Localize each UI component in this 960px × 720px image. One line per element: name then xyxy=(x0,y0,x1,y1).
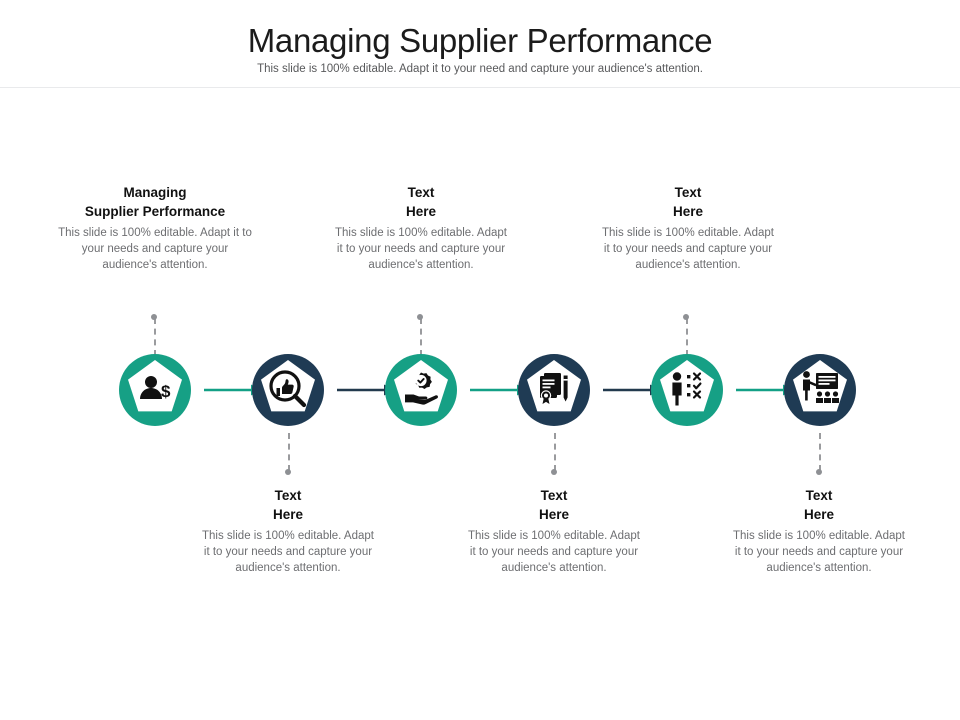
text-block-5-body: This slide is 100% editable. Adapt it to… xyxy=(468,530,640,574)
connector-line-3 xyxy=(420,318,422,356)
text-block-2-heading: Text Here xyxy=(405,185,437,219)
text-block-3-body: This slide is 100% editable. Adapt it to… xyxy=(602,227,774,271)
text-block-3-heading: Text Here xyxy=(672,185,704,219)
text-block-5[interactable]: Text Here This slide is 100% editable. A… xyxy=(464,486,644,576)
slide-header: Managing Supplier Performance This slide… xyxy=(0,0,960,88)
node-1[interactable]: $ xyxy=(116,351,194,429)
connector-line-2 xyxy=(288,433,290,471)
text-block-5-heading: Text Here xyxy=(538,488,570,522)
node-6[interactable] xyxy=(781,351,859,429)
text-block-2-body: This slide is 100% editable. Adapt it to… xyxy=(335,227,507,271)
connector-line-4 xyxy=(554,433,556,471)
text-block-6-heading: Text Here xyxy=(803,488,835,522)
connector-dot-1 xyxy=(151,314,157,320)
text-block-4-heading: Text Here xyxy=(272,488,304,522)
svg-text:$: $ xyxy=(161,382,171,401)
page-title: Managing Supplier Performance xyxy=(247,22,713,59)
text-block-4-body: This slide is 100% editable. Adapt it to… xyxy=(202,530,374,574)
connector-line-5 xyxy=(686,318,688,356)
text-block-6-body: This slide is 100% editable. Adapt it to… xyxy=(733,530,905,574)
node-5[interactable] xyxy=(648,351,726,429)
page-subtitle: This slide is 100% editable. Adapt it to… xyxy=(257,63,703,75)
slide-canvas: Managing Supplier Performance This slide… xyxy=(0,88,960,720)
presentation-training-icon xyxy=(803,371,839,403)
person-dollar-icon: $ xyxy=(140,376,171,401)
connector-dot-5 xyxy=(683,314,689,320)
hand-gear-check-icon xyxy=(405,372,438,405)
text-block-1[interactable]: Managing Supplier Performance This slide… xyxy=(55,183,255,273)
pentagon-ring-navy xyxy=(784,354,856,426)
text-block-3[interactable]: Text Here This slide is 100% editable. A… xyxy=(598,183,778,273)
node-3[interactable] xyxy=(382,351,460,429)
pentagon-ring-teal xyxy=(651,354,723,426)
certificate-pencil-icon xyxy=(540,373,568,404)
thumbs-up-magnifier-icon xyxy=(269,370,307,408)
node-4[interactable] xyxy=(515,351,593,429)
connector-dot-6 xyxy=(816,469,822,475)
text-block-2[interactable]: Text Here This slide is 100% editable. A… xyxy=(331,183,511,273)
text-block-1-heading: Managing Supplier Performance xyxy=(84,185,226,219)
connector-line-6 xyxy=(819,433,821,471)
text-block-1-body: This slide is 100% editable. Adapt it to… xyxy=(58,227,252,271)
node-2[interactable] xyxy=(249,351,327,429)
pentagon-ring-teal xyxy=(385,354,457,426)
connector-line-1 xyxy=(154,318,156,356)
text-block-6[interactable]: Text Here This slide is 100% editable. A… xyxy=(729,486,909,576)
connector-dot-3 xyxy=(417,314,423,320)
connector-dot-4 xyxy=(551,469,557,475)
connector-dot-2 xyxy=(285,469,291,475)
person-checklist-icon xyxy=(672,372,702,406)
text-block-4[interactable]: Text Here This slide is 100% editable. A… xyxy=(198,486,378,576)
